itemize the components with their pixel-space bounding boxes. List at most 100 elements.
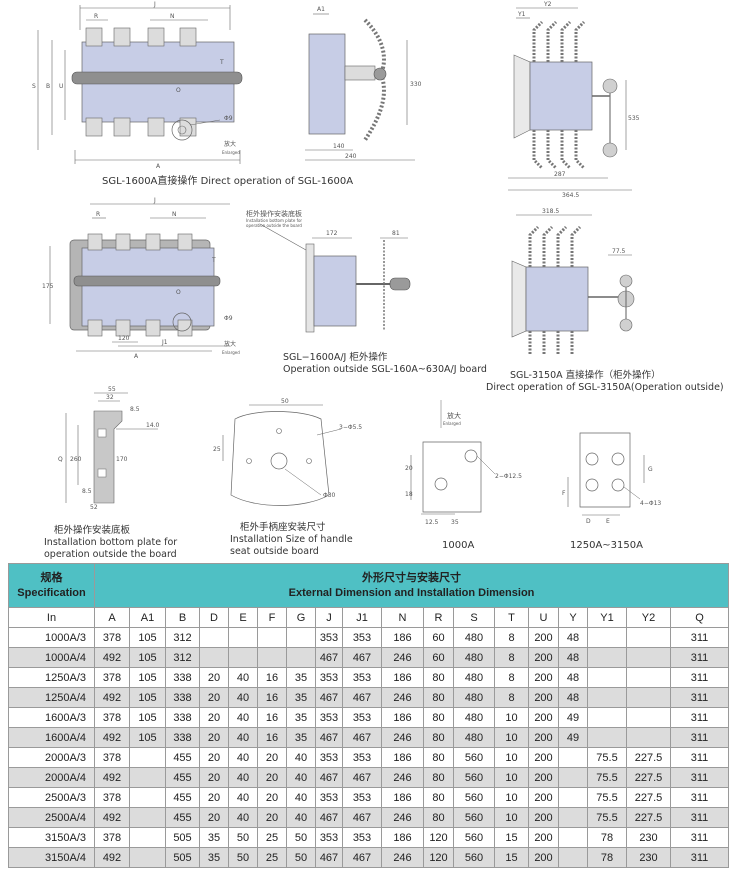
dim-r: R bbox=[94, 13, 98, 20]
dim-140: 140 bbox=[333, 143, 345, 150]
column-header: G bbox=[286, 607, 316, 628]
caption-fig1: SGL-1600A直接操作 Direct operation of SGL-16… bbox=[102, 176, 354, 187]
table-cell bbox=[558, 827, 588, 848]
caption-fig10: 1250A~3150A bbox=[570, 540, 643, 551]
dim-8-5b: 8.5 bbox=[82, 488, 92, 495]
dim-y2: Y2 bbox=[543, 1, 552, 8]
column-header: R bbox=[423, 607, 454, 628]
figure-sgl3150a-direct: Y2 Y1 535 287 364.5 bbox=[508, 1, 640, 199]
table-cell: 353 bbox=[342, 747, 382, 768]
table-cell: 20 bbox=[199, 767, 229, 788]
table-cell bbox=[129, 827, 166, 848]
table-cell: 10 bbox=[494, 727, 529, 748]
header-dimension: 外形尺寸与安装尺寸 External Dimension and Install… bbox=[93, 563, 730, 608]
dim-240: 240 bbox=[345, 153, 357, 160]
table-cell: 467 bbox=[342, 807, 382, 828]
dim-r: R bbox=[96, 211, 100, 218]
table-cell: 480 bbox=[453, 647, 495, 668]
dim-s: S bbox=[32, 83, 36, 90]
table-cell: 2000A/3 bbox=[8, 747, 95, 768]
dim-35: 35 bbox=[451, 519, 459, 526]
dim-n: N bbox=[170, 13, 175, 20]
figure-sgl3150a-outside: 318.5 77.5 bbox=[511, 208, 635, 355]
dim-a: A bbox=[156, 163, 161, 170]
table-cell: 230 bbox=[626, 847, 671, 868]
dim-q: Q bbox=[58, 456, 63, 463]
caption-fig7-cn: 柜外操作安装底板 bbox=[54, 525, 131, 536]
table-cell: 455 bbox=[165, 767, 200, 788]
enlarge-cn: 放大 bbox=[224, 140, 236, 148]
table-cell: 120 bbox=[423, 827, 454, 848]
column-header: T bbox=[494, 607, 529, 628]
dim-14: 14.0 bbox=[146, 422, 160, 429]
enlarge-en: Enlarged bbox=[222, 350, 240, 355]
table-cell: 200 bbox=[528, 687, 559, 708]
table-cell: 353 bbox=[315, 747, 343, 768]
dim-364: 364.5 bbox=[562, 192, 579, 199]
table-cell: 80 bbox=[423, 687, 454, 708]
dim-hole: 4−Φ13 bbox=[640, 500, 661, 507]
header-spec: 规格 Specification bbox=[8, 563, 95, 608]
table-cell: 311 bbox=[669, 767, 730, 788]
table-cell bbox=[228, 627, 258, 648]
table-cell: 338 bbox=[165, 687, 200, 708]
table-cell: 200 bbox=[528, 707, 559, 728]
table-cell: 312 bbox=[165, 647, 200, 668]
table-cell: 353 bbox=[342, 707, 382, 728]
table-cell: 10 bbox=[494, 807, 529, 828]
dim-330: 330 bbox=[410, 81, 422, 88]
dim-phi30: Φ30 bbox=[323, 492, 336, 499]
table-cell: 25 bbox=[257, 847, 287, 868]
table-cell: 80 bbox=[423, 667, 454, 688]
dim-o: O bbox=[176, 87, 181, 94]
table-cell: 75.5 bbox=[587, 767, 627, 788]
table-cell: 480 bbox=[453, 627, 495, 648]
table-cell: 16 bbox=[257, 687, 287, 708]
table-cell: 227.5 bbox=[626, 767, 671, 788]
table-cell: 200 bbox=[528, 627, 559, 648]
table-cell bbox=[129, 787, 166, 808]
table-cell: 353 bbox=[315, 827, 343, 848]
table-cell: 15 bbox=[494, 847, 529, 868]
table-cell: 353 bbox=[342, 787, 382, 808]
table-cell: 311 bbox=[669, 627, 730, 648]
table-cell: 480 bbox=[453, 687, 495, 708]
table-cell: 10 bbox=[494, 747, 529, 768]
dim-u: U bbox=[59, 83, 63, 90]
table-cell: 378 bbox=[94, 667, 130, 688]
caption-fig8-en1: Installation Size of handle bbox=[230, 534, 353, 545]
column-header: A bbox=[94, 607, 130, 628]
table-cell: 353 bbox=[342, 827, 382, 848]
table-cell: 311 bbox=[669, 707, 730, 728]
table-cell: 20 bbox=[199, 727, 229, 748]
table-cell bbox=[558, 747, 588, 768]
column-header: U bbox=[528, 607, 559, 628]
dim-20: 20 bbox=[405, 465, 413, 472]
table-cell bbox=[587, 687, 627, 708]
table-cell: 353 bbox=[315, 667, 343, 688]
table-cell bbox=[626, 727, 671, 748]
table-cell: 378 bbox=[94, 747, 130, 768]
table-cell bbox=[558, 767, 588, 788]
caption-fig8-cn: 柜外手柄座安装尺寸 bbox=[240, 522, 326, 533]
table-cell bbox=[558, 787, 588, 808]
table-cell: 49 bbox=[558, 707, 588, 728]
table-cell: 467 bbox=[342, 687, 382, 708]
table-cell bbox=[129, 847, 166, 868]
table-cell bbox=[286, 627, 316, 648]
table-cell bbox=[199, 647, 229, 668]
table-cell: 1000A/3 bbox=[8, 627, 95, 648]
table-cell: 3150A/4 bbox=[8, 847, 95, 868]
table-cell: 492 bbox=[94, 687, 130, 708]
dim-52: 52 bbox=[90, 504, 98, 511]
column-header: Y2 bbox=[626, 607, 671, 628]
dim-d: D bbox=[586, 518, 591, 525]
header-dim-en: External Dimension and Installation Dime… bbox=[288, 586, 535, 599]
dim-18: 18 bbox=[405, 491, 413, 498]
table-cell: 480 bbox=[453, 707, 495, 728]
